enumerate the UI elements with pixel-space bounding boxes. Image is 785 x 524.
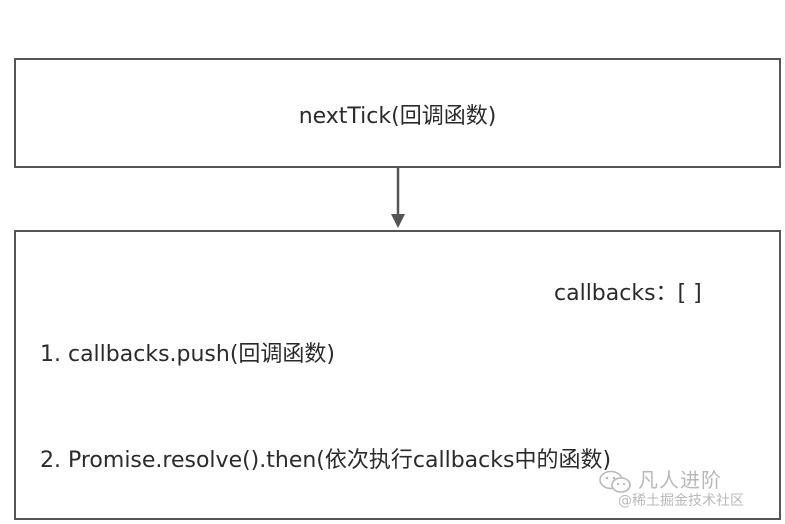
watermark-source: @稀土掘金技术社区 [618,493,744,509]
nexttick-label: nextTick(回调函数) [298,104,497,129]
nexttick-box: nextTick(回调函数) [14,58,781,168]
callbacks-array-label: callbacks：[ ] [554,281,702,306]
wechat-icon [599,470,631,493]
step-push-callback: 1. callbacks.push(回调函数) [40,342,336,367]
watermark-title: 凡人进阶 [638,468,722,492]
callbacks-process-box: callbacks：[ ] 1. callbacks.push(回调函数) 2.… [14,230,781,520]
step-promise-then: 2. Promise.resolve().then(依次执行callbacks中… [40,448,612,473]
watermark: 凡人进阶 @稀土掘金技术社区 [598,462,778,522]
down-arrow-connector [391,168,405,228]
